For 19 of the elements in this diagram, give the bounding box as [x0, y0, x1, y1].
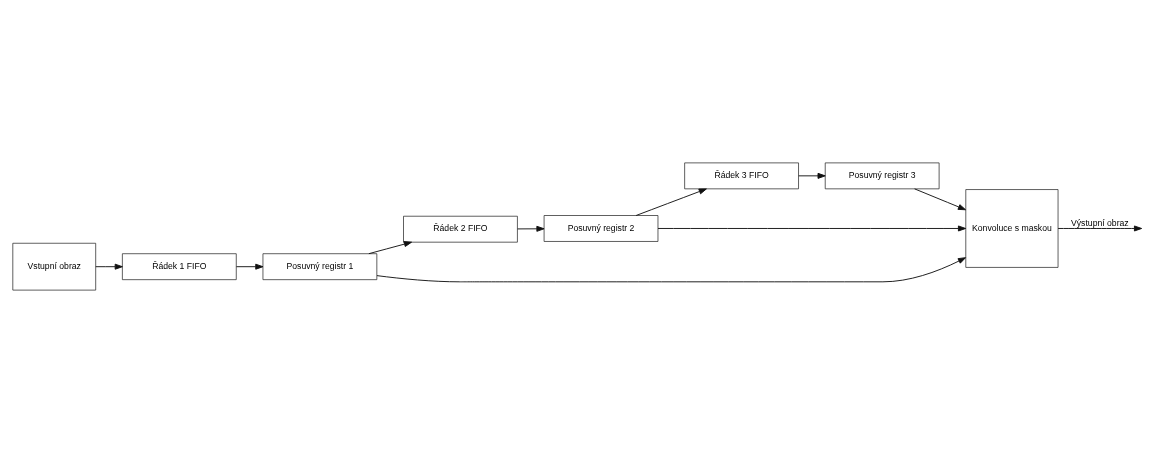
arrow: [368, 241, 413, 255]
node-box: Řádek 3 FIFO: [684, 162, 799, 190]
arrow: [235, 263, 264, 270]
node-box: Posuvný registr 2: [543, 215, 659, 242]
arrow: [517, 225, 545, 232]
edge-label: Výstupní obraz: [1071, 218, 1129, 229]
node-box: Posuvný registr 1: [262, 253, 378, 281]
arrow: [635, 188, 707, 216]
node-box: Konvoluce s maskou: [965, 189, 1059, 268]
arrow: [798, 172, 826, 179]
node-box: Posuvný registr 3: [824, 162, 940, 190]
arrow: [1057, 225, 1143, 232]
node-box: Řádek 1 FIFO: [122, 253, 237, 281]
node-box: Vstupní obraz: [12, 242, 97, 291]
arrow: [657, 225, 967, 232]
arrow: [95, 263, 123, 270]
arrow: [376, 257, 966, 283]
node-box: Řádek 2 FIFO: [403, 215, 518, 243]
arrow: [914, 188, 967, 211]
